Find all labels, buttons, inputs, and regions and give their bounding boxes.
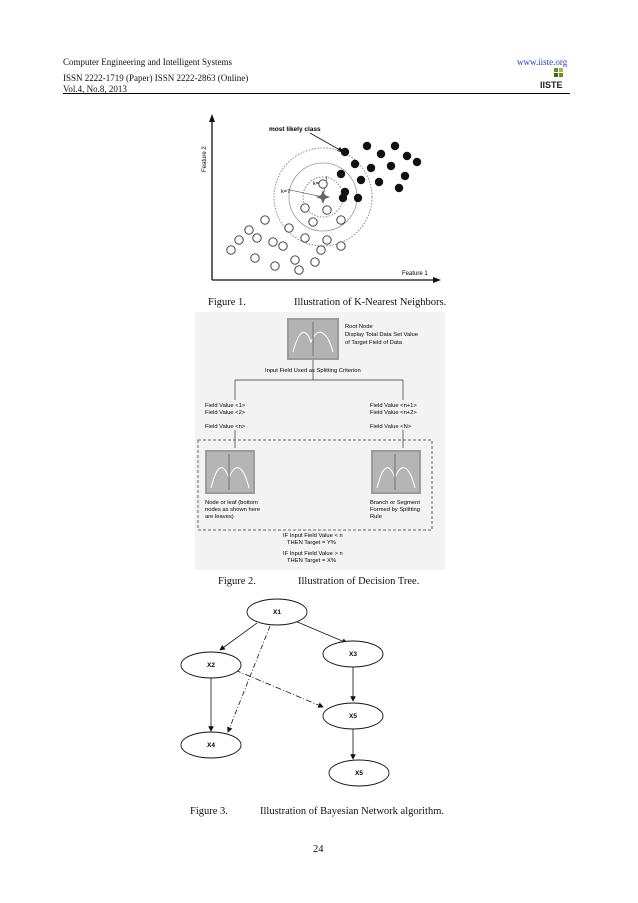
website-link[interactable]: www.iiste.org [517, 57, 568, 67]
knn-class-b-point [226, 245, 236, 255]
knn-class-b-point [322, 235, 332, 245]
knn-class-b-point [260, 215, 270, 225]
node-label-x3: X3 [349, 651, 357, 658]
leaf-region-dashed [197, 439, 433, 531]
figure3-caption-label: Figure 3. [190, 806, 228, 817]
node-x3 [322, 640, 384, 668]
branch-label-2: Formed by Splitting [370, 507, 420, 513]
knn-class-a-point [390, 141, 400, 151]
knn-class-b-point [250, 253, 260, 263]
knn-class-b-point [294, 265, 304, 275]
knn-class-a-point [340, 147, 350, 157]
knn-class-b-point [252, 233, 262, 243]
rule-2-if: IF Input Field Value > n [283, 551, 343, 557]
root-node-line1: Root Node [345, 324, 373, 330]
node-label-x4: X4 [207, 742, 215, 749]
knn-class-b-point [290, 255, 300, 265]
figure2-decision-tree: Root Node Display Total Data Set Value o… [195, 312, 445, 575]
left-field-value-1: Field Value <1> [205, 403, 246, 409]
root-node-line2: Display Total Data Set Value [345, 332, 418, 338]
knn-class-b-point [318, 179, 328, 189]
knn-class-a-point [366, 163, 376, 173]
right-field-value-n2: Field Value <n+2> [370, 410, 417, 416]
knn-class-a-point [362, 141, 372, 151]
knn-class-b-point [278, 241, 288, 251]
node-x4 [180, 731, 242, 759]
split-criterion-label: Input Field Used as Splitting Criterion [265, 368, 361, 374]
rule-1-then: THEN Target = Y% [287, 540, 336, 546]
x-axis-label: Feature 1 [402, 271, 428, 277]
knn-class-b-point [300, 203, 310, 213]
left-field-value-2: Field Value <2> [205, 410, 246, 416]
iiste-logo: IISTE [540, 68, 566, 90]
knn-class-a-point [386, 161, 396, 171]
node-label-x2: X2 [207, 662, 215, 669]
page-number: 24 [313, 844, 324, 855]
knn-class-a-point [353, 193, 363, 203]
header-rule [63, 93, 570, 94]
y-axis-label: Feature 2 [202, 146, 208, 172]
knn-class-a-point [402, 151, 412, 161]
k-outer-label: k=7 [281, 189, 290, 195]
knn-class-b-point [234, 235, 244, 245]
knn-class-b-point [268, 237, 278, 247]
logo-text: IISTE [540, 80, 563, 90]
figure2-caption-label: Figure 2. [218, 576, 256, 587]
knn-class-a-point [412, 157, 422, 167]
figure3-bayesian-network: X1 X2 X3 X4 X5 X5 [175, 595, 405, 800]
knn-class-b-point [270, 261, 280, 271]
knn-class-b-point [310, 257, 320, 267]
node-label-x5-bottom: X5 [355, 770, 363, 777]
left-field-value-n: Field Value <n> [205, 424, 246, 430]
figure1-caption-label: Figure 1. [208, 297, 246, 308]
knn-class-b-point [284, 223, 294, 233]
knn-class-b-point [316, 245, 326, 255]
k7-circle [273, 147, 373, 247]
node-x5-middle [322, 702, 384, 730]
knn-class-a-point [336, 169, 346, 179]
root-node-line3: of Target Field of Data [345, 340, 403, 346]
knn-class-a-point [338, 193, 348, 203]
knn-class-a-point [350, 159, 360, 169]
right-field-value-n1: Field Value <n+1> [370, 403, 417, 409]
right-field-value-N: Field Value <N> [370, 424, 412, 430]
root-node-box [287, 318, 339, 360]
branch-label-3: Rule [370, 514, 382, 520]
figure1-knn: Feature 2 Feature 1 most likely class k=… [195, 112, 445, 295]
k-inner-label: k=3 [313, 181, 322, 187]
knn-class-b-point [322, 205, 332, 215]
leaf-label-2: nodes as shown here [205, 507, 260, 513]
node-label-x1: X1 [273, 609, 281, 616]
annotation-most-likely-class: most likely class [269, 126, 321, 133]
branch-label-1: Branch or Segment [370, 500, 420, 506]
knn-class-a-point [394, 183, 404, 193]
knn-class-b-point [308, 217, 318, 227]
knn-class-a-point [374, 177, 384, 187]
node-label-x5-middle: X5 [349, 713, 357, 720]
branch-node-box [371, 450, 421, 494]
leaf-label-3: are leaves) [205, 514, 234, 520]
leaf-label-1: Node or leaf (bottom [205, 500, 258, 506]
rule-1-if: IF Input Field Value < n [283, 533, 343, 539]
leaf-node-box [205, 450, 255, 494]
knn-class-a-point [376, 149, 386, 159]
node-x1 [246, 598, 308, 626]
node-x5-bottom [328, 759, 390, 787]
knn-class-b-point [336, 241, 346, 251]
volume-line: Vol.4, No.8, 2013 [63, 84, 127, 94]
knn-class-b-point [300, 233, 310, 243]
rule-2-then: THEN Target = X% [287, 558, 336, 564]
query-point [316, 190, 330, 204]
issn-line: ISSN 2222-1719 (Paper) ISSN 2222-2863 (O… [63, 73, 249, 83]
node-x2 [180, 651, 242, 679]
figure3-caption-text: Illustration of Bayesian Network algorit… [260, 806, 445, 817]
figure1-caption-text: Illustration of K-Nearest Neighbors. [294, 297, 447, 308]
knn-class-b-point [336, 215, 346, 225]
knn-class-b-point [244, 225, 254, 235]
figure2-caption-text: Illustration of Decision Tree. [298, 576, 420, 587]
journal-name: Computer Engineering and Intelligent Sys… [63, 57, 232, 67]
knn-class-a-point [400, 171, 410, 181]
knn-class-a-point [356, 175, 366, 185]
